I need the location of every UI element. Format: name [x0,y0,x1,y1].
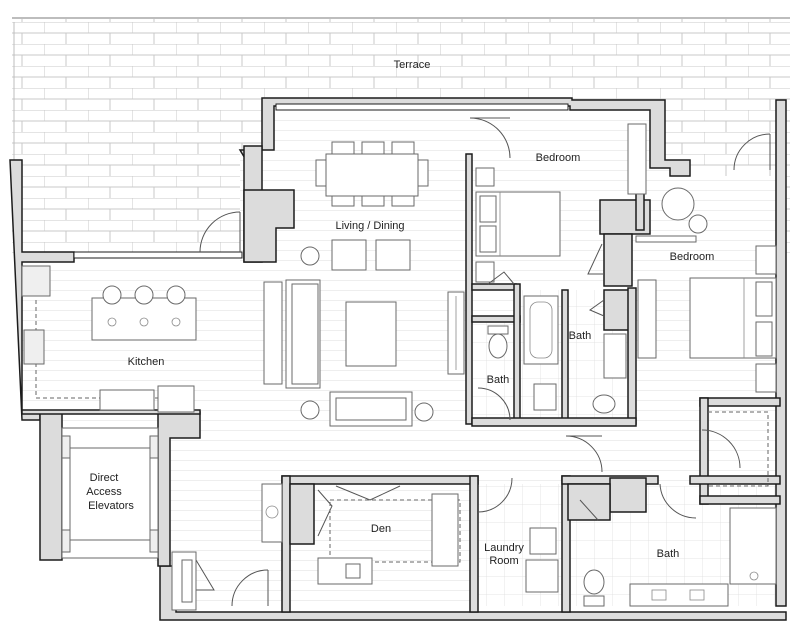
elevators [61,427,159,559]
label-laundry-line2: Room [489,555,518,567]
kitchen-fixtures [21,265,197,413]
dining-set [315,141,429,207]
bedroom-1-furniture [475,123,647,285]
label-elevators-line3: Elevators [88,500,134,512]
label-bath-2: Bath [487,374,510,386]
windows [73,103,569,259]
living-furniture [263,239,465,427]
room-labels: Terrace Living / Dining Bedroom Bedroom … [86,59,714,567]
label-laundry-line1: Laundry [484,542,524,554]
label-bath-3: Bath [657,548,680,560]
bath-1-fixtures [487,295,627,414]
label-elevators-line1: Direct [90,472,119,484]
bedroom-2-furniture [635,187,777,393]
label-kitchen: Kitchen [128,356,165,368]
label-den: Den [371,523,391,535]
label-elevators-line2: Access [86,486,122,498]
closet [708,411,769,487]
label-living-dining: Living / Dining [335,220,404,232]
den-furniture [317,493,461,585]
label-bedroom-1: Bedroom [536,152,581,164]
label-terrace: Terrace [394,59,431,71]
laundry-fixtures [525,527,559,593]
interior-walls [281,153,781,613]
bath-3-fixtures [583,507,777,607]
label-bedroom-2: Bedroom [670,251,715,263]
corridor-fixtures [171,483,283,611]
door-swings [195,117,771,607]
label-bath-1: Bath [569,330,592,342]
